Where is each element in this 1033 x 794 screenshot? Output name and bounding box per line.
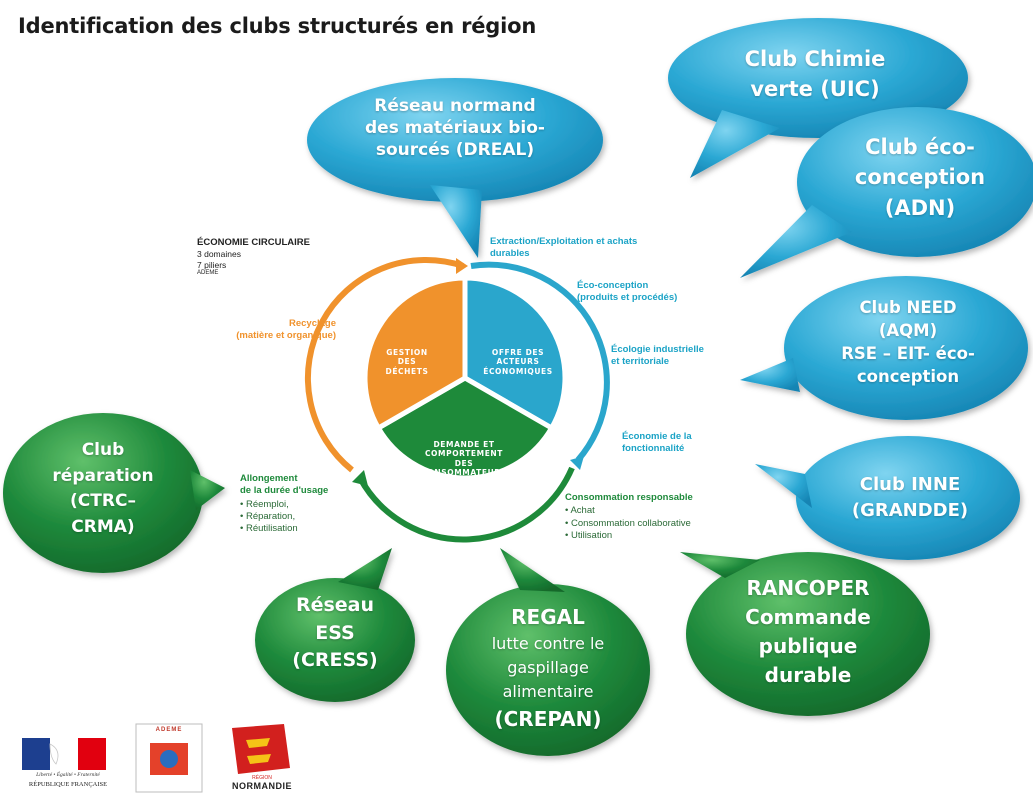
list-item: Utilisation	[565, 530, 745, 542]
bubble-uic-text: Club Chimie verte (UIC)	[744, 47, 886, 102]
pillar-ecoconception: Éco-conception (produits et procédés)	[577, 280, 678, 304]
bubble-uic	[668, 18, 968, 178]
bubble-adn-text: Club éco- conception (ADN)	[854, 135, 986, 220]
circular-economy-pillars: 7 piliers	[197, 259, 227, 270]
logo-republique-francaise	[22, 738, 106, 770]
circular-economy-source: ADEME	[197, 270, 219, 277]
bubble-ess-text: Réseau ESS (CRESS)	[292, 594, 378, 672]
pillar-consommation: Consommation responsable Achat Consommat…	[565, 492, 745, 542]
list-item: Réutilisation	[240, 523, 370, 535]
bubble-dreal	[307, 78, 603, 258]
bubble-ess	[255, 548, 415, 702]
circular-economy-ring	[304, 257, 610, 543]
segment-demande	[374, 375, 556, 481]
region-label: RÉGION	[252, 775, 272, 781]
bubble-inne-text: Club INNE (GRANDDE)	[851, 474, 969, 522]
bubble-dreal-text: Réseau normand des matériaux bio- sourcé…	[365, 96, 545, 160]
page-title: Identification des clubs structurés en r…	[18, 14, 537, 38]
pillar-recyclage: Recyclage (matière et organique)	[236, 318, 336, 342]
pillar-fonctionnalite: Économie de la fonctionnalité	[622, 431, 692, 455]
list-item: Achat	[565, 505, 745, 517]
list-item: Consommation collaborative	[565, 518, 745, 530]
pillar-ecologie: Écologie industrielle et territoriale	[611, 344, 704, 368]
bubble-rancoper-text: RANCOPER Commande publique durable	[745, 576, 871, 687]
list-item: Réemploi,	[240, 499, 370, 511]
region-name: NORMANDIE	[232, 781, 292, 791]
circular-economy-domains: 3 domaines	[197, 248, 241, 259]
circular-economy-title: ÉCONOMIE CIRCULAIRE	[197, 237, 310, 248]
republique-name: RÉPUBLIQUE FRANÇAISE	[28, 781, 108, 788]
ring-arc-orange	[304, 257, 464, 473]
list-item: Réparation,	[240, 511, 370, 523]
bubble-adn	[740, 107, 1033, 278]
segment-offre-label: OFFRE DES ACTEURS ÉCONOMIQUES	[483, 348, 553, 376]
bubble-need-text: Club NEED (AQM) RSE – EIT- éco- concepti…	[841, 298, 975, 387]
ring-arc-green	[357, 466, 575, 543]
bubble-reparation	[3, 413, 225, 573]
republique-motto: Liberté • Égalité • Fraternité	[36, 772, 100, 778]
logo-ademe	[135, 723, 203, 793]
bubble-inne	[755, 436, 1020, 560]
bubble-reparation-text: Club réparation (CTRC– CRMA)	[52, 440, 154, 537]
bubble-need	[740, 276, 1028, 420]
segment-demande-label: DEMANDE ET COMPORTEMENT DES CONSOMMATEUR…	[421, 440, 507, 478]
bubble-rancoper	[680, 552, 930, 716]
ring-arrowhead-green	[352, 470, 368, 486]
pillar-extraction: Extraction/Exploitation et achats durabl…	[490, 236, 638, 260]
ring-arrowhead-orange	[456, 258, 468, 274]
ring-arrowhead-blue	[570, 456, 584, 470]
bubble-regal	[446, 548, 650, 756]
bubble-regal-text: REGAL lutte contre le gaspillage aliment…	[491, 605, 605, 731]
pillar-allongement: Allongement de la durée d'usage Réemploi…	[240, 473, 370, 536]
ring-arc-blue	[470, 261, 610, 462]
logo-region-normandie	[232, 724, 290, 774]
segment-dechets	[362, 275, 468, 432]
segment-dechets-label: GESTION DES DÉCHETS	[385, 348, 429, 376]
ademe-name: ADEME	[155, 727, 183, 733]
circular-economy-caption: ÉCONOMIE CIRCULAIRE 3 domaines 7 piliers…	[197, 237, 310, 278]
